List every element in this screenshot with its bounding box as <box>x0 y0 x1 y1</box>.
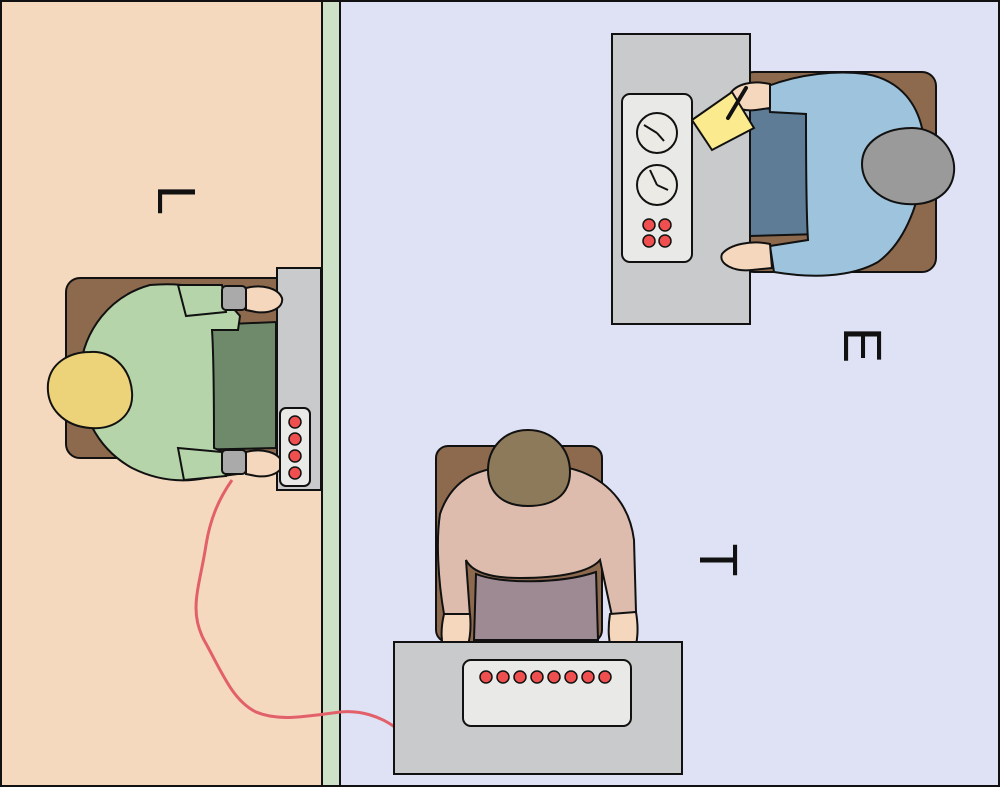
experimenter-paper <box>690 90 756 152</box>
panel-button <box>288 449 302 463</box>
shock-generator-switches <box>479 670 612 684</box>
panel-button <box>288 466 302 480</box>
panel-button <box>658 234 672 248</box>
shock-wire <box>194 479 397 730</box>
learner-arm-upper <box>176 284 228 318</box>
learner-head <box>46 350 134 430</box>
experimenter-console-buttons <box>642 218 672 248</box>
learner-arm-lower <box>176 446 228 482</box>
teacher-head <box>486 428 572 508</box>
wall-divider <box>321 0 341 787</box>
learner-hand-top <box>245 285 284 314</box>
learner-hand-bottom <box>245 449 284 478</box>
clock-icon <box>636 164 678 206</box>
experimenter-station <box>611 33 956 325</box>
learner-wrist-strap-top <box>221 285 247 311</box>
panel-button <box>513 670 527 684</box>
experimenter-hand-bottom <box>720 241 774 272</box>
panel-button <box>288 432 302 446</box>
panel-button <box>642 234 656 248</box>
experimenter-label: E <box>832 327 892 363</box>
experimenter-pen <box>726 86 748 120</box>
teacher-legs <box>472 570 600 641</box>
panel-button <box>496 670 510 684</box>
learner-panel <box>279 407 311 487</box>
panel-button <box>479 670 493 684</box>
panel-button <box>288 415 302 429</box>
learner-wrist-strap-bottom <box>221 449 247 475</box>
teacher-station <box>393 428 683 775</box>
learner-label: L <box>146 185 206 215</box>
teacher-label: T <box>688 544 748 577</box>
panel-button <box>530 670 544 684</box>
shock-generator-panel <box>462 659 632 727</box>
panel-button <box>581 670 595 684</box>
experimenter-head <box>860 126 956 206</box>
panel-button <box>598 670 612 684</box>
panel-button <box>564 670 578 684</box>
learner-station <box>46 267 322 491</box>
teacher-shirt <box>436 463 638 618</box>
panel-button <box>642 218 656 232</box>
clock-icon <box>636 112 678 154</box>
learner-panel-buttons <box>288 415 302 480</box>
panel-button <box>547 670 561 684</box>
panel-button <box>658 218 672 232</box>
